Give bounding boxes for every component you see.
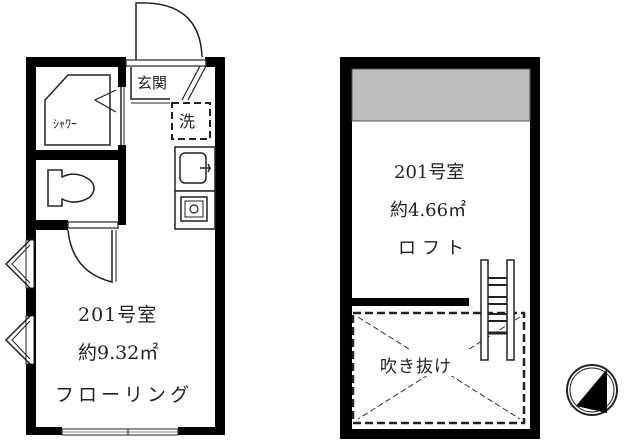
interior-door[interactable]	[67, 229, 113, 283]
loft-room-number: 201号室	[394, 162, 465, 183]
loft-partition	[352, 298, 469, 306]
north-arrow-icon	[566, 364, 618, 416]
loft-area: 約4.66㎡	[390, 200, 467, 221]
wall-bath-right	[118, 67, 126, 87]
wall-shower-toilet	[36, 150, 126, 160]
entrance-step	[130, 67, 170, 100]
loft-wall-left	[340, 57, 352, 439]
entry-threshold	[125, 59, 207, 67]
main-room-number: 201号室	[78, 304, 158, 326]
loft-wall-bottom	[340, 429, 540, 439]
washer-label: 洗	[179, 112, 196, 131]
window-left-lower[interactable]	[4, 315, 35, 365]
faucet-icon	[200, 163, 212, 173]
wall-bottom-left	[26, 427, 62, 435]
entrance-label: 玄関	[137, 74, 168, 92]
main-room-floor-type: フローリング	[55, 384, 194, 406]
shower-label: ｼｬﾜｰ	[53, 117, 78, 131]
wall-right	[215, 57, 225, 435]
wall-top-right	[205, 57, 225, 67]
wall-toilet-bottom	[36, 220, 68, 230]
wall-bath-right-lower	[118, 145, 126, 225]
entry-door[interactable]	[135, 2, 203, 60]
washer-space	[171, 102, 211, 140]
shower-door[interactable]	[93, 89, 117, 113]
wall-bottom-right	[178, 427, 225, 435]
window-left-upper[interactable]	[4, 239, 35, 289]
loft-wall-top	[340, 57, 540, 69]
loft-type-label: ロフト	[398, 238, 470, 259]
toilet	[47, 169, 95, 207]
wall-top-left	[26, 57, 126, 67]
loft-floor	[340, 57, 540, 439]
shower-unit	[44, 74, 111, 146]
void-area	[351, 311, 526, 425]
loft-wall-right	[530, 57, 540, 439]
stove-burner-icon[interactable]	[189, 204, 199, 214]
void-label: 吹き抜け	[380, 357, 452, 377]
loft-gray-area	[351, 68, 531, 122]
main-room-area: 約9.32㎡	[78, 342, 159, 364]
ladder[interactable]	[480, 259, 515, 361]
main-floor	[4, 2, 225, 436]
window-bottom[interactable]	[61, 428, 179, 436]
